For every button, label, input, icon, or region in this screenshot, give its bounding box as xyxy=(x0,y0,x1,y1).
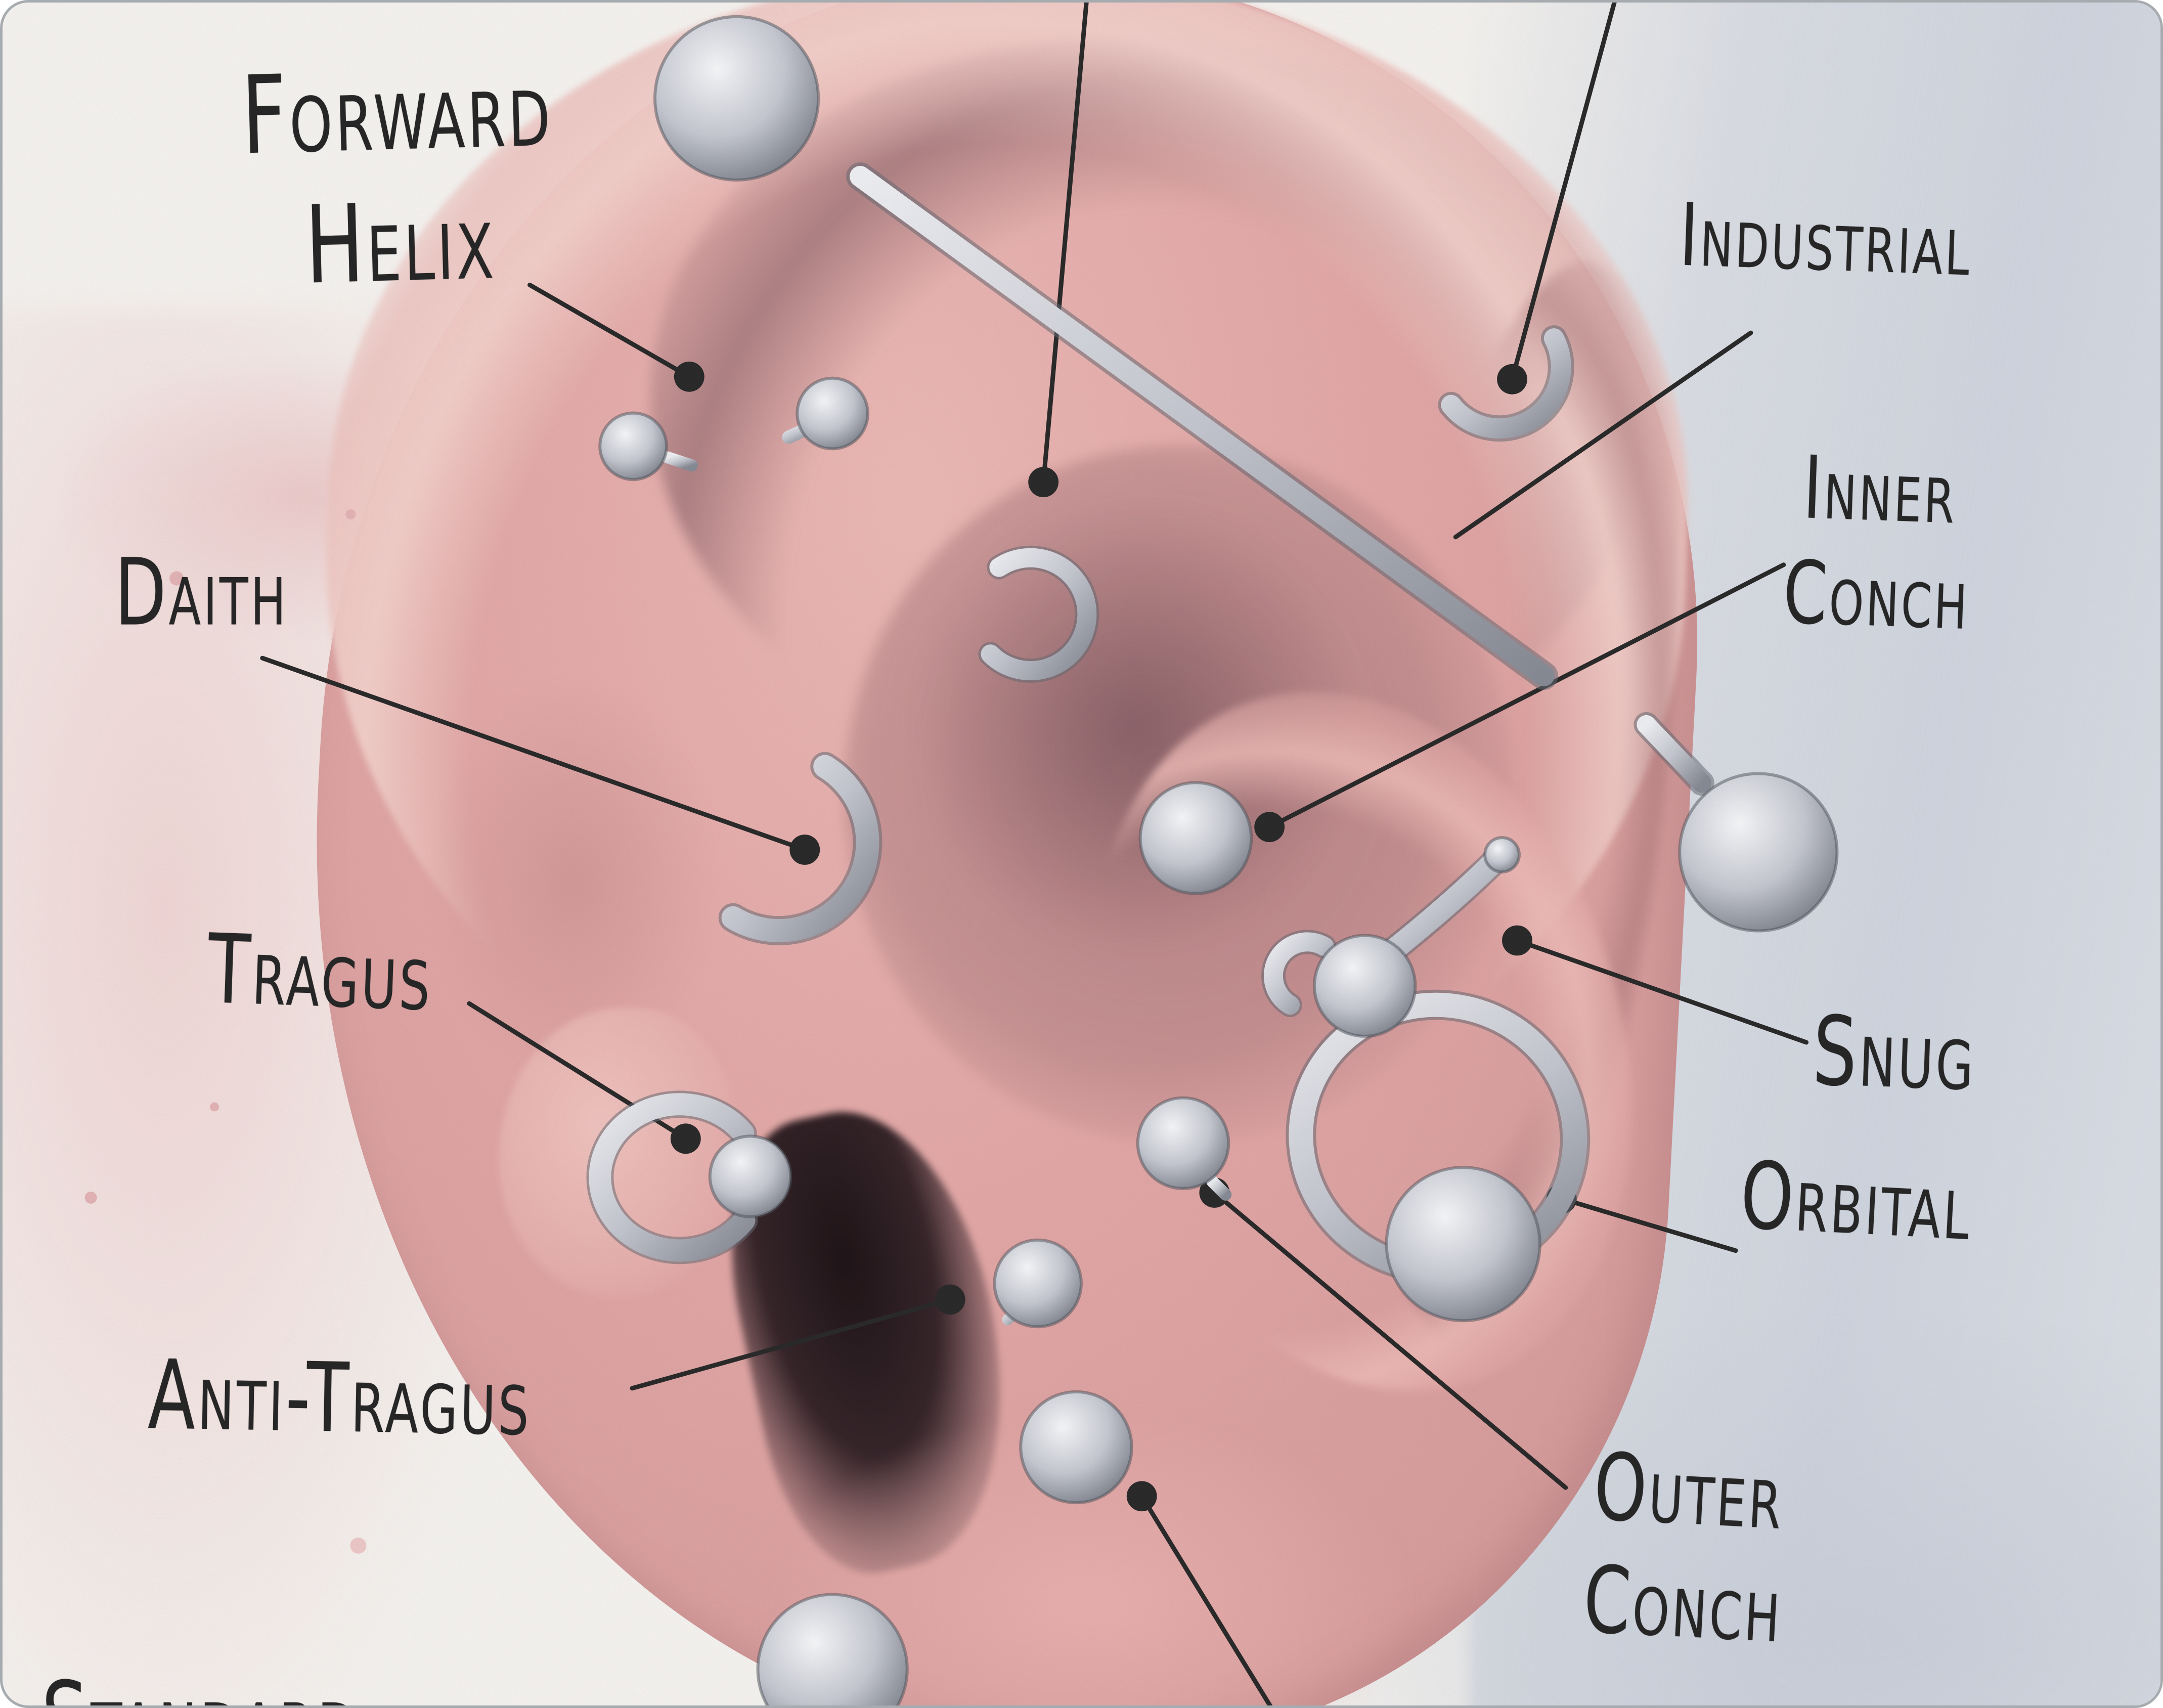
leader-daith xyxy=(262,658,805,850)
label-outer-conch-line1: Outer xyxy=(1592,1433,1787,1551)
leader-industrial xyxy=(1455,333,1751,537)
leader-helix-from-top-edge xyxy=(1512,3,1617,379)
leader-dot-inner-conch xyxy=(1254,812,1285,842)
leader-orbital xyxy=(1562,1199,1736,1251)
label-daith: Daith xyxy=(115,537,288,650)
industrial-barbell-stem xyxy=(1646,725,1702,783)
label-outer-conch-line2: Conch xyxy=(1529,1541,1837,1670)
leader-rook-from-top-edge xyxy=(1043,3,1087,482)
leader-lobe-to-bottom-edge xyxy=(1142,1496,1274,1705)
ear-scapha-groove xyxy=(1318,245,1730,1361)
forward-helix-stud-1 xyxy=(797,378,868,449)
forward-helix-stud-2 xyxy=(600,413,667,480)
leader-dot-outer-conch xyxy=(1199,1177,1229,1208)
leader-dot-anti-tragus xyxy=(935,1284,965,1315)
leader-dot-lobe xyxy=(1127,1481,1157,1511)
ear-concha-shadow xyxy=(909,496,1362,956)
rook-ring xyxy=(990,558,1087,671)
label-industrial: Industrial xyxy=(1678,183,1973,299)
ear-concha-bowl xyxy=(844,445,1513,1143)
label-inner-conch-line1: Inner xyxy=(1802,438,1959,544)
helix-top-ball xyxy=(655,17,818,180)
label-standard-lobe-clipped: Standard xyxy=(41,1658,360,1708)
snug-barbell-end xyxy=(1273,942,1325,1005)
forward-helix-stud-bar-1 xyxy=(788,425,815,437)
leader-dot-tragus xyxy=(671,1123,701,1154)
label-forward-helix-line2: Helix xyxy=(204,173,596,314)
leader-dot-snug xyxy=(1502,926,1532,956)
industrial-barbell-shaft xyxy=(860,177,1544,676)
leader-outer-conch xyxy=(1214,1193,1565,1487)
snug-ball xyxy=(1314,936,1416,1036)
orbital-ring-ball xyxy=(1387,1167,1540,1321)
label-anti-tragus: Anti-Tragus xyxy=(147,1338,533,1461)
label-outer-conch: Outer Conch xyxy=(1529,1428,1843,1670)
label-tragus: Tragus xyxy=(206,912,435,1036)
helix-ring xyxy=(1451,338,1561,428)
leader-anti-tragus xyxy=(632,1299,950,1388)
inner-conch-stud xyxy=(1140,782,1251,893)
label-forward-helix-line1: Forward xyxy=(240,46,554,179)
upper-lobe-stud xyxy=(1021,1392,1131,1503)
anti-tragus-stud-bar xyxy=(1007,1304,1023,1320)
outer-conch-stud xyxy=(1138,1098,1229,1189)
leader-dot-daith xyxy=(789,835,820,865)
industrial-barbell-end-ball xyxy=(1680,773,1837,931)
leader-tragus xyxy=(469,1003,686,1138)
leader-dot-forward-helix xyxy=(674,362,704,392)
anti-tragus-stud xyxy=(994,1240,1081,1327)
label-inner-conch: Inner Conch xyxy=(1735,433,2022,654)
leader-dot-orbital xyxy=(1547,1184,1577,1214)
forward-helix-stud-bar-2 xyxy=(668,457,692,465)
label-inner-conch-line2: Conch xyxy=(1735,539,2019,654)
orbital-ring xyxy=(1276,979,1600,1295)
ear-tragus-bump xyxy=(499,1008,736,1297)
leader-inner-conch xyxy=(1269,565,1784,827)
ear-inner-rim-shadow xyxy=(625,3,1667,820)
daith-ring xyxy=(733,767,868,931)
ear-lobe xyxy=(779,1416,1405,1708)
standard-lobe-stud xyxy=(758,1595,907,1705)
outer-conch-stud-bar xyxy=(1212,1181,1225,1195)
snug-tip-ball xyxy=(1485,838,1519,872)
leader-dot-rook xyxy=(1028,467,1058,497)
label-forward-helix: Forward Helix xyxy=(201,41,596,314)
tragus-ring-ball xyxy=(710,1136,791,1217)
ear-tragus-fold-shadow xyxy=(434,684,715,1075)
snug-curved-barbell xyxy=(1394,857,1499,949)
tragus-ring xyxy=(600,1104,744,1250)
leader-snug xyxy=(1517,940,1806,1042)
label-snug: Snug xyxy=(1811,994,1978,1116)
ear-antihelix-ridge xyxy=(1005,621,1719,1461)
leader-dot-helix xyxy=(1497,364,1527,395)
ear-canal-shadow xyxy=(702,1088,1040,1590)
label-orbital: Orbital xyxy=(1738,1140,1975,1265)
